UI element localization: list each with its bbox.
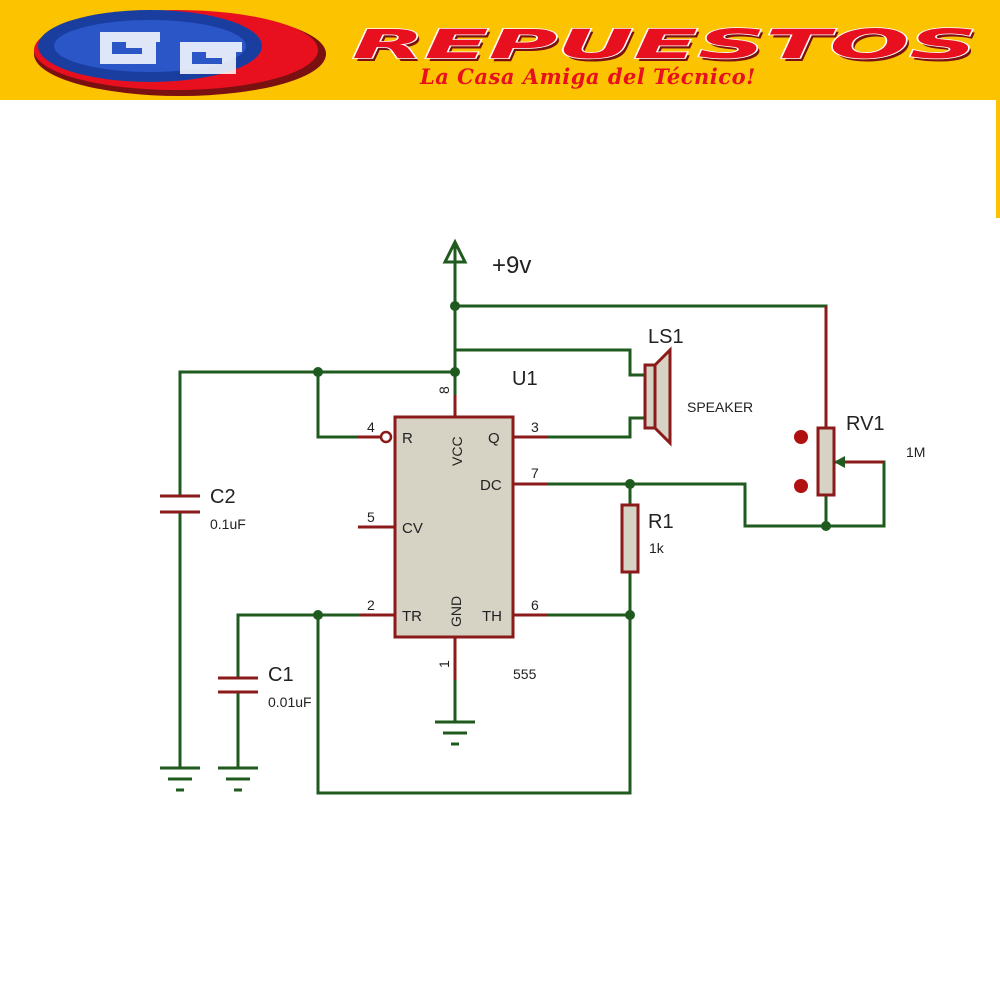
c2-value-label: 0.1uF	[210, 516, 246, 532]
pot-value-label: 1M	[906, 444, 925, 460]
junction-dots	[313, 301, 831, 620]
capacitor-c2	[160, 494, 200, 514]
ic-ref-label: U1	[512, 368, 538, 390]
c2-ref-label: C2	[210, 486, 236, 508]
brand-slogan: La Casa Amiga del Técnico!	[420, 64, 756, 89]
resistor-r1	[620, 503, 640, 574]
potentiometer-symbol	[794, 306, 884, 497]
banner-edge	[996, 100, 1000, 218]
supply-label: +9v	[492, 252, 531, 279]
brand-logo: GG	[34, 10, 326, 96]
ic-555-body	[393, 415, 515, 639]
r1-value-label: 1k	[649, 540, 665, 556]
c1-value-label: 0.01uF	[268, 694, 312, 710]
pin-name-dis: DC	[480, 477, 502, 494]
pin-num-thr: 6	[531, 597, 539, 613]
pin-num-dis: 7	[531, 465, 539, 481]
pin-name-reset: R	[402, 430, 413, 447]
pin-name-thr: TH	[482, 608, 502, 625]
pin-name-out: Q	[488, 430, 500, 447]
pin-name-trig: TR	[402, 608, 422, 625]
pin-num-reset: 4	[367, 419, 375, 435]
pin-name-gnd: GND	[448, 596, 464, 627]
speaker-ref-label: LS1	[648, 326, 684, 348]
pin-num-cv: 5	[367, 509, 375, 525]
ic-value-label: 555	[513, 666, 537, 682]
pin-name-vcc: VCC	[449, 436, 465, 466]
speaker-symbol	[643, 346, 672, 447]
pin-num-trig: 2	[367, 597, 375, 613]
power-supply-symbol	[442, 238, 468, 264]
speaker-type-label: SPEAKER	[687, 399, 753, 415]
ground-symbol-c1	[218, 766, 258, 792]
ground-symbol-c2	[160, 766, 200, 792]
wires	[178, 260, 886, 795]
brand-name: REPUESTOS REPUESTOS	[351, 22, 980, 70]
pin-num-out: 3	[531, 419, 539, 435]
pin-num-vcc: 8	[436, 386, 452, 394]
ground-symbol-ic	[435, 720, 475, 746]
brand-name-text: REPUESTOS	[352, 22, 977, 68]
pin-name-cv: CV	[402, 520, 423, 537]
pin-num-gnd: 1	[436, 660, 452, 668]
capacitor-c1	[218, 676, 258, 694]
r1-ref-label: R1	[648, 511, 674, 533]
ic-pins	[358, 395, 548, 680]
pot-ref-label: RV1	[846, 413, 885, 435]
c1-ref-label: C1	[268, 664, 294, 686]
brand-name-shadow: REPUESTOS	[355, 25, 980, 70]
